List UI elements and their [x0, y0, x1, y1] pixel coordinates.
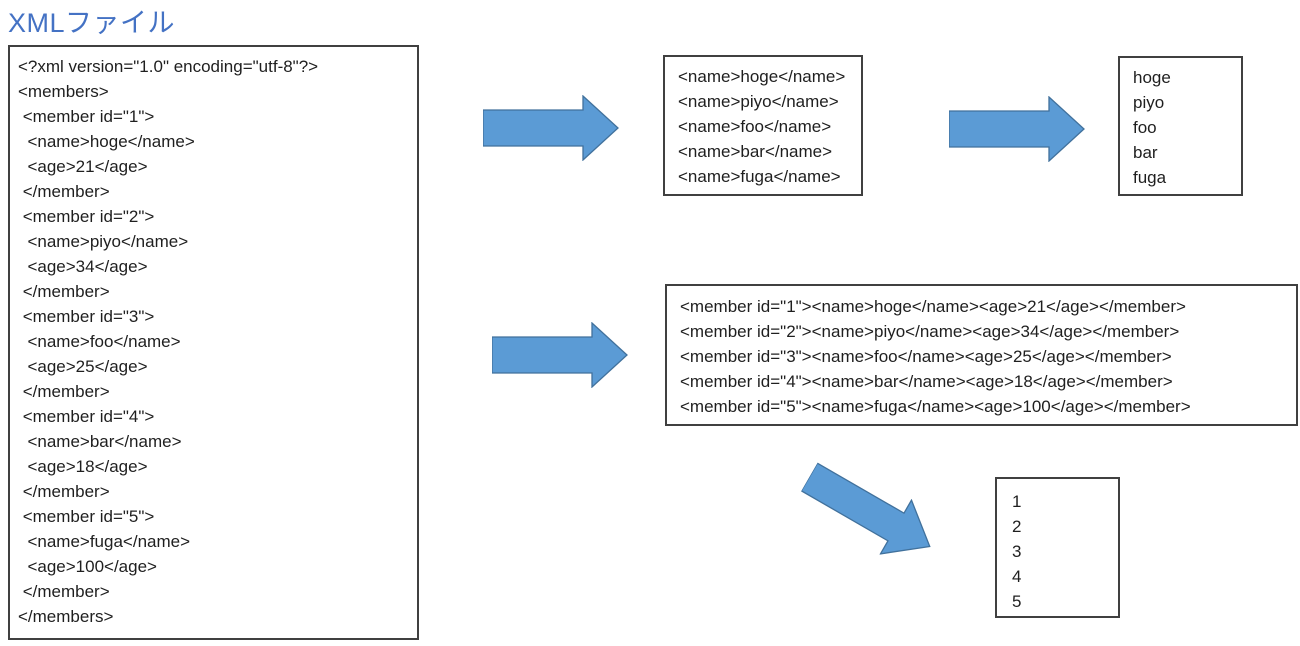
xml-code-line: <name>hoge</name>	[18, 132, 195, 151]
member-inline-line: <member id="4"><name>bar</name><age>18</…	[680, 372, 1173, 391]
name-tag-line: <name>piyo</name>	[678, 92, 839, 111]
member-inline-line: <member id="5"><name>fuga</name><age>100…	[680, 397, 1191, 416]
name-line: piyo	[1133, 93, 1165, 112]
name-tag-line: <name>bar</name>	[678, 142, 833, 161]
member-inline-line: <member id="2"><name>piyo</name><age>34<…	[680, 322, 1180, 341]
name-line: hoge	[1133, 68, 1171, 87]
xml-code-line: <name>piyo</name>	[18, 232, 189, 251]
member-inline-line: <member id="3"><name>foo</name><age>25</…	[680, 347, 1172, 366]
xml-file-box: <?xml version="1.0" encoding="utf-8"?> <…	[8, 45, 419, 640]
xml-code-line: <member id="1">	[18, 107, 155, 126]
xml-code-line: <member id="3">	[18, 307, 155, 326]
name-line: foo	[1133, 118, 1157, 137]
xml-code-line: <age>25</age>	[18, 357, 148, 376]
page-title: XMLファイル	[8, 8, 176, 38]
xml-code-line: <name>fuga</name>	[18, 532, 191, 551]
xml-code-line: <name>bar</name>	[18, 432, 182, 451]
xml-code-line: <member id="5">	[18, 507, 155, 526]
name-tag-line: <name>hoge</name>	[678, 67, 846, 86]
names-box: hoge piyo foo bar fuga	[1118, 56, 1243, 196]
xml-code-line: </member>	[18, 182, 110, 201]
ids-box: 1 2 3 4 5	[995, 477, 1120, 618]
name-tag-line: <name>fuga</name>	[678, 167, 841, 186]
down-right-arrow-icon	[793, 449, 946, 574]
xml-code-line: </member>	[18, 582, 110, 601]
xml-code-line: </members>	[18, 607, 114, 626]
id-line: 4	[1012, 567, 1022, 586]
xml-code-line: <member id="4">	[18, 407, 155, 426]
xml-code-line: <name>foo</name>	[18, 332, 181, 351]
name-line: fuga	[1133, 168, 1167, 187]
xml-code-line: <age>100</age>	[18, 557, 157, 576]
name-tag-line: <name>foo</name>	[678, 117, 832, 136]
xml-code-line: <age>18</age>	[18, 457, 148, 476]
names-tagged-box: <name>hoge</name> <name>piyo</name> <nam…	[663, 55, 863, 196]
right-arrow-icon	[492, 322, 628, 388]
member-inline-line: <member id="1"><name>hoge</name><age>21<…	[680, 297, 1186, 316]
xml-code-line: </member>	[18, 282, 110, 301]
right-arrow-icon	[483, 95, 619, 161]
id-line: 1	[1012, 492, 1022, 511]
name-line: bar	[1133, 143, 1158, 162]
xml-code-line: <?xml version="1.0" encoding="utf-8"?>	[18, 57, 319, 76]
xml-code-line: </member>	[18, 482, 110, 501]
xml-code-line: <age>34</age>	[18, 257, 148, 276]
id-line: 3	[1012, 542, 1022, 561]
id-line: 5	[1012, 592, 1022, 611]
members-inline-box: <member id="1"><name>hoge</name><age>21<…	[665, 284, 1298, 426]
right-arrow-icon	[949, 96, 1085, 162]
xml-code-line: </member>	[18, 382, 110, 401]
xml-code-line: <member id="2">	[18, 207, 155, 226]
id-line: 2	[1012, 517, 1022, 536]
xml-code-line: <age>21</age>	[18, 157, 148, 176]
xml-code-line: <members>	[18, 82, 109, 101]
